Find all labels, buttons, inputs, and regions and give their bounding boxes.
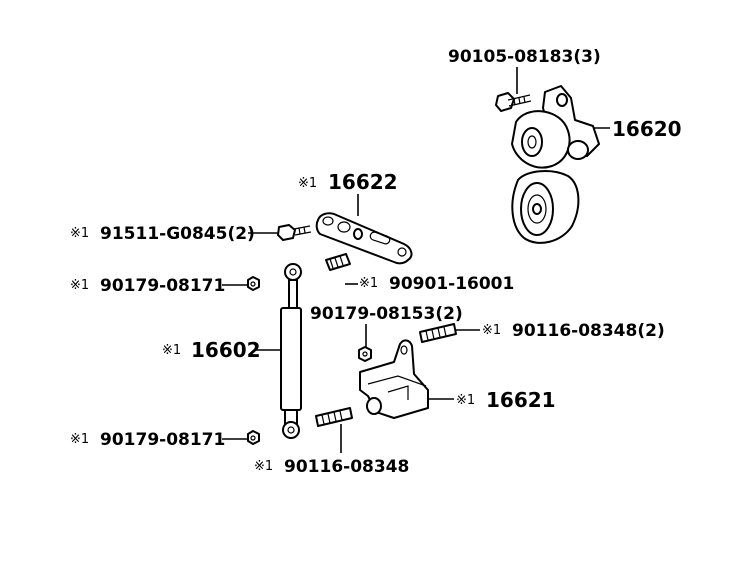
nut-90179-08171-lower xyxy=(247,430,260,445)
label-16620[interactable]: 16620 xyxy=(612,117,682,141)
part-number: 91511-G0845(2) xyxy=(100,224,255,244)
part-number: 16620 xyxy=(612,117,682,141)
nut-90179-08171-upper xyxy=(247,276,260,291)
stud-90901-16001 xyxy=(325,253,351,271)
part-number: 90116-08348(2) xyxy=(512,321,665,341)
label-91511-G0845[interactable]: ※1 91511-G0845(2) xyxy=(70,224,255,244)
stud-90116-08348-lower xyxy=(315,407,353,427)
label-90179-08171-upper[interactable]: ※1 90179-08171 xyxy=(70,276,225,296)
label-90116-08348-upper[interactable]: ※1 90116-08348(2) xyxy=(482,321,665,341)
note-mark: ※1 xyxy=(482,323,501,338)
part-number: 90179-08171 xyxy=(100,276,225,296)
bracket-16621 xyxy=(359,339,429,419)
part-number: 90116-08348 xyxy=(284,457,409,477)
bracket-16622 xyxy=(315,212,413,265)
label-16621[interactable]: ※1 16621 xyxy=(456,388,556,412)
damper-16602 xyxy=(280,263,302,439)
bolt-90105-08183 xyxy=(495,92,532,112)
note-mark: ※1 xyxy=(70,432,89,447)
label-90901-16001[interactable]: ※1 90901-16001 xyxy=(359,274,514,294)
nut-90179-08153 xyxy=(358,346,372,362)
label-90105-08183[interactable]: 90105-08183(3) xyxy=(448,47,601,67)
note-mark: ※1 xyxy=(359,276,378,291)
part-number: 16621 xyxy=(486,388,556,412)
note-mark: ※1 xyxy=(70,226,89,241)
note-mark: ※1 xyxy=(298,176,317,191)
note-mark: ※1 xyxy=(456,393,475,408)
part-number: 16602 xyxy=(191,338,261,362)
note-mark: ※1 xyxy=(254,459,273,474)
part-number: 16622 xyxy=(328,170,398,194)
note-mark: ※1 xyxy=(70,278,89,293)
bolt-91511-G0845 xyxy=(277,224,312,241)
part-number: 90179-08171 xyxy=(100,430,225,450)
label-90179-08171-lower[interactable]: ※1 90179-08171 xyxy=(70,430,225,450)
part-number: 90105-08183(3) xyxy=(448,47,601,67)
label-16602[interactable]: ※1 16602 xyxy=(162,338,261,362)
part-number: 90901-16001 xyxy=(389,274,514,294)
label-90116-08348-lower[interactable]: ※1 90116-08348 xyxy=(254,457,409,477)
label-16622[interactable]: ※1 16622 xyxy=(298,170,398,194)
note-mark: ※1 xyxy=(162,343,181,358)
label-90179-08153[interactable]: 90179-08153(2) xyxy=(310,304,463,324)
tensioner-16620 xyxy=(511,85,600,244)
part-number: 90179-08153(2) xyxy=(310,304,463,324)
stud-90116-08348-upper xyxy=(419,323,457,343)
